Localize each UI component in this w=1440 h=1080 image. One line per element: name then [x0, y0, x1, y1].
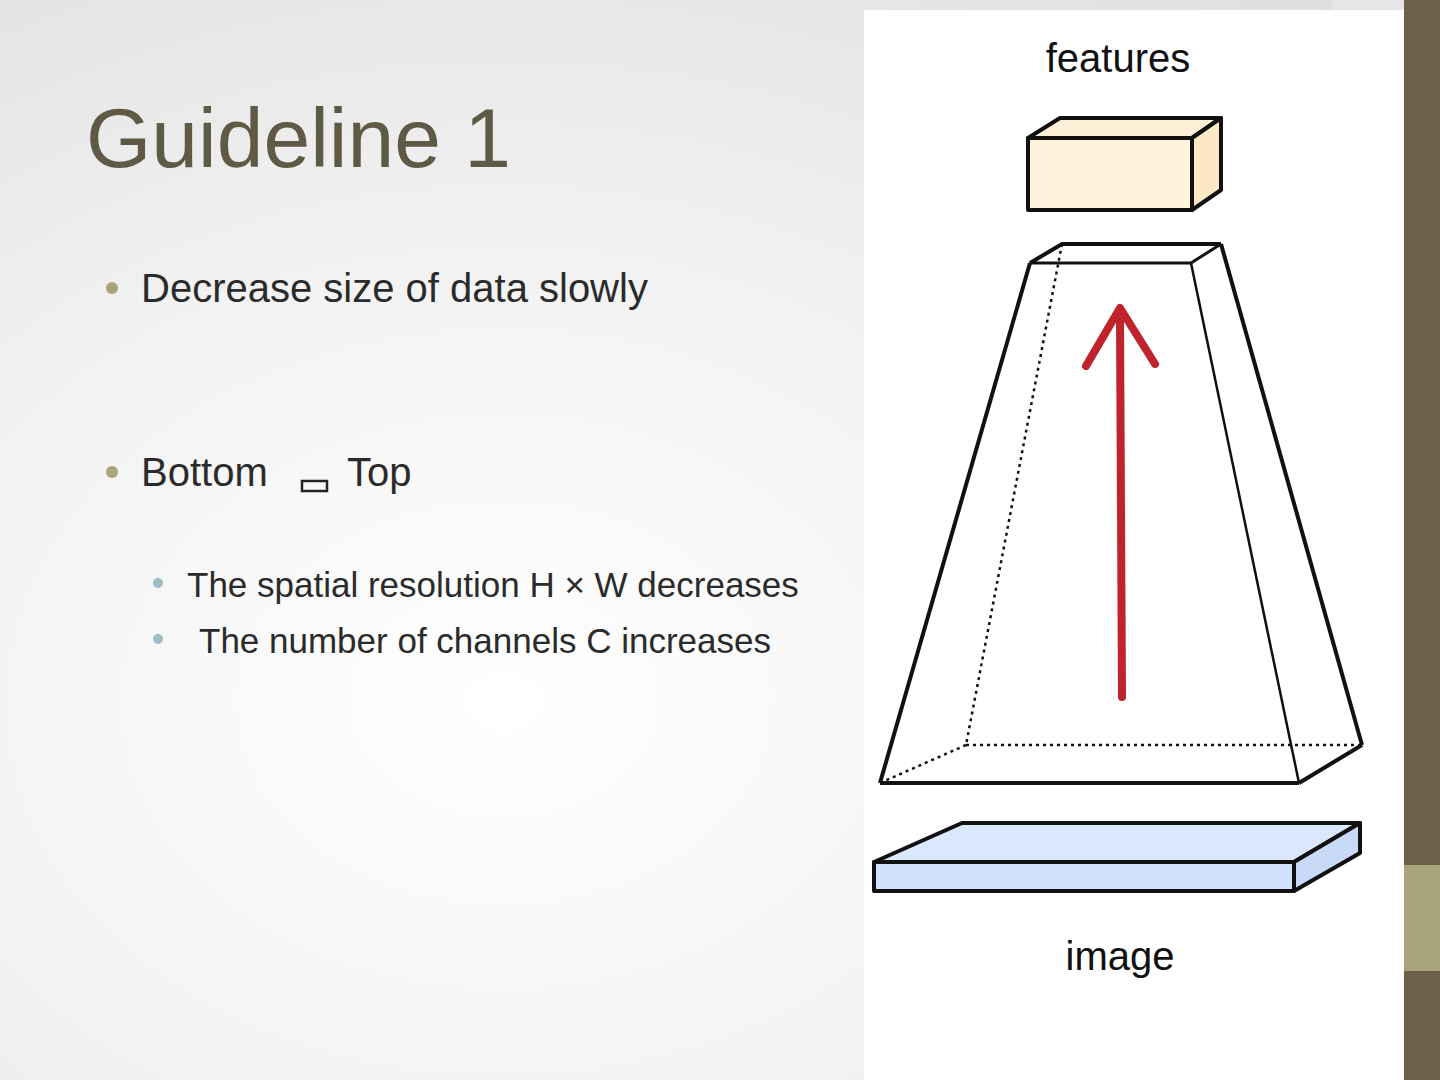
- sub-bullet-text: The number of channels C increases: [199, 621, 771, 661]
- upward-arrow: [1086, 308, 1155, 697]
- bullet-text: Bottom: [141, 450, 268, 495]
- pyramid: [880, 244, 1362, 783]
- figure-label: image: [1066, 934, 1175, 979]
- figure-label: features: [1046, 36, 1191, 81]
- bullet-dot: [153, 634, 163, 644]
- bullet-dot: [153, 578, 163, 588]
- slide-title: Guideline 1: [86, 90, 511, 187]
- sub-bullet-text: The spatial resolution H × W decreases: [187, 565, 799, 605]
- features-block: [1028, 118, 1221, 210]
- arrow-glyph: [302, 481, 327, 491]
- bullet-text: Decrease size of data slowly: [141, 266, 648, 311]
- image-slab: [874, 823, 1360, 891]
- bullet-text: Top: [347, 450, 412, 495]
- side-bar-accent: [1404, 865, 1440, 971]
- bullet-dot: [106, 466, 118, 478]
- picture-panel: [864, 10, 1404, 1080]
- bullet-dot: [106, 282, 118, 294]
- side-bar: [1404, 0, 1440, 1080]
